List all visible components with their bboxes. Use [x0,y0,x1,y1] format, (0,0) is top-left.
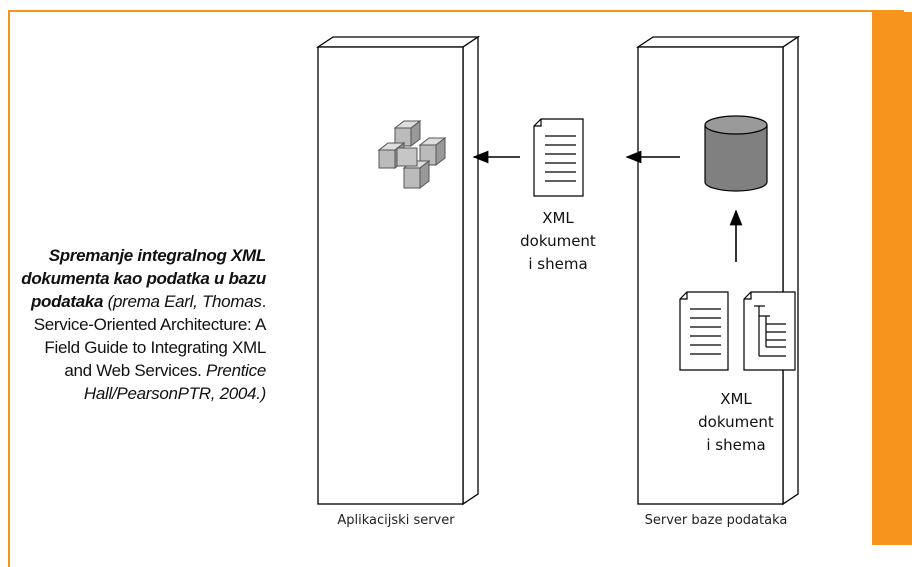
middle-doc-label-line1: XML [542,209,574,227]
page-frame [8,10,904,567]
caption-source-author: (prema Earl, Thomas [103,292,262,311]
db-doc-label-line1: XML [720,390,752,408]
caption-book-title: Service-Oriented Architecture: A Field G… [33,315,267,380]
caption-separator: . [261,292,267,311]
app-server-label: Aplikacijski server [337,513,455,528]
caption-publisher: Prentice Hall/PearsonPTR, 2004.) [83,361,266,403]
schema-document-icon [743,291,796,371]
database-server [635,35,801,506]
database-icon [704,115,768,192]
component-cubes-icon [377,119,447,190]
document-icon [533,118,584,197]
orange-side-bar [872,12,912,545]
db-doc-label-line3: i shema [706,436,765,454]
caption-title: Spremanje integralnog XML dokumenta kao … [21,246,266,311]
document-icon-lower [679,291,729,371]
db-doc-label-line2: dokument [698,413,774,431]
application-server [315,35,481,506]
middle-doc-label-line3: i shema [528,255,587,273]
middle-doc-label-line2: dokument [520,232,596,250]
figure-caption: Spremanje integralnog XML dokumenta kao … [20,244,266,405]
db-server-label: Server baze podataka [645,513,788,528]
